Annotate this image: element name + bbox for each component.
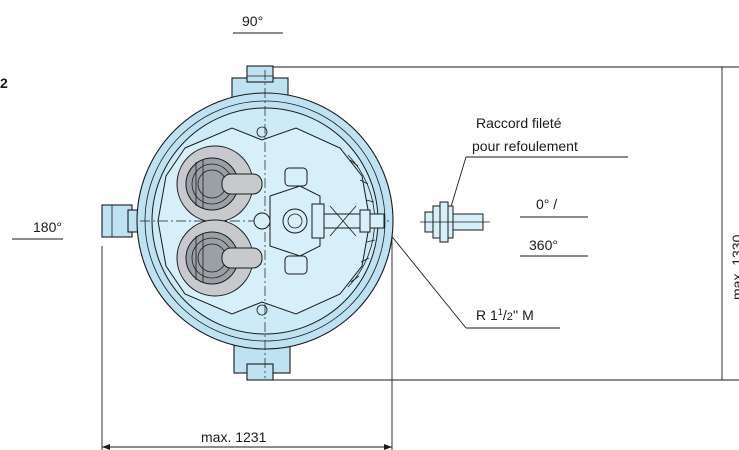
rib-marks — [349, 159, 376, 283]
dimension-height-label: max. 1330 — [729, 234, 739, 300]
dimension-height: max. 1330 — [270, 66, 739, 381]
angle-label-360: 360° — [520, 237, 588, 257]
angle-label-90: 90° — [233, 13, 283, 34]
angle-label-0: 0° / — [520, 196, 588, 218]
svg-text:0° /: 0° / — [536, 196, 557, 212]
svg-text:360°: 360° — [529, 237, 558, 253]
svg-text:R 11/2'' M: R 11/2'' M — [476, 307, 534, 323]
thread-callout: R 11/2'' M — [384, 227, 560, 329]
discharge-piping — [253, 126, 385, 316]
svg-text:90°: 90° — [242, 13, 263, 29]
dimension-width: max. 1231 — [101, 228, 393, 450]
dimension-width-label: max. 1231 — [201, 429, 267, 445]
svg-text:Raccord fileté: Raccord fileté — [476, 115, 562, 131]
angle-label-180: 180° — [12, 219, 63, 240]
lower-pump — [176, 219, 263, 297]
threaded-fitting — [420, 201, 490, 243]
svg-text:pour refoulement: pour refoulement — [472, 138, 578, 154]
fitting-callout: Raccord fileté pour refoulement — [449, 115, 628, 211]
figure-number: 2 — [0, 75, 8, 91]
svg-text:180°: 180° — [33, 219, 62, 235]
upper-pump — [176, 145, 263, 223]
